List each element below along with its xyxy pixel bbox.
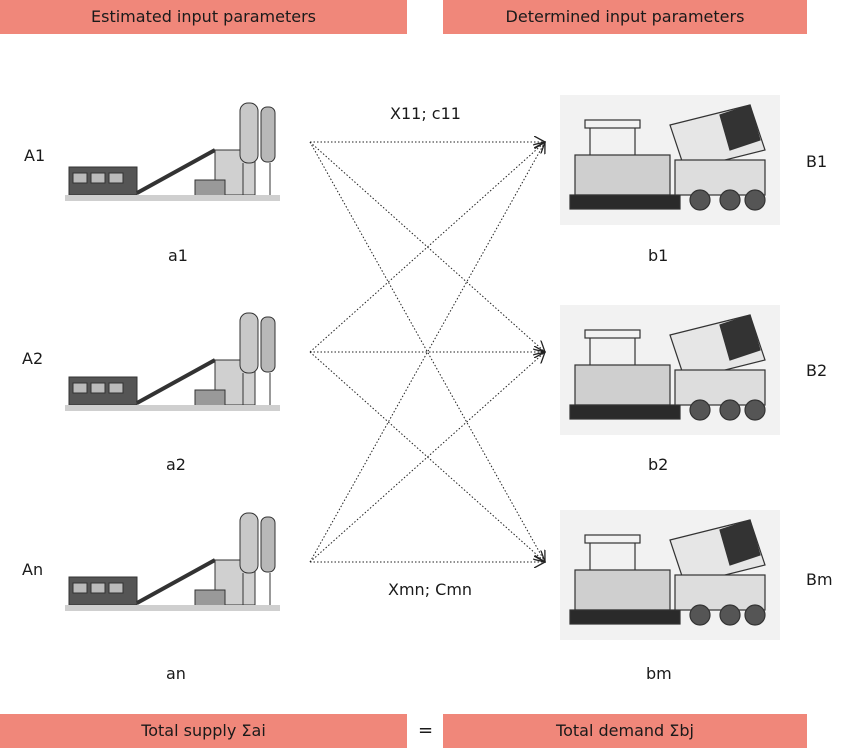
paver-icon-2 [560,305,780,435]
link-An-B2 [309,352,545,563]
edge-label-x11-c11: X11; c11 [390,104,461,123]
supply-capacity-a2: a2 [166,455,186,474]
supply-capacity-an: an [166,664,186,683]
plant-icon-2 [65,312,280,411]
paver-icon-m [560,510,780,640]
plant-icon-n [65,512,280,611]
demand-id-B1: B1 [806,152,828,171]
equals-sign: = [418,720,434,741]
supply-id-A1: A1 [24,146,46,165]
demand-capacity-b2: b2 [648,455,669,474]
edge-label-xmn-cmn: Xmn; Cmn [388,580,473,599]
footer-total-demand: Total demand Σbj [443,714,807,748]
demand-capacity-b1: b1 [648,246,669,265]
header-determined-parameters: Determined input parameters [443,0,807,34]
demand-id-Bm: Bm [806,570,833,589]
paver-icon-1 [560,95,780,225]
supply-id-A2: A2 [22,349,44,368]
plant-icon-1 [65,102,280,201]
demand-capacity-bm: bm [646,664,672,683]
footer-total-supply: Total supply Σai [0,714,407,748]
header-estimated-parameters: Estimated input parameters [0,0,407,34]
supply-id-An: An [22,560,44,579]
demand-id-B2: B2 [806,361,828,380]
link-A2-B1 [309,142,545,353]
supply-capacity-a1: a1 [168,246,188,265]
